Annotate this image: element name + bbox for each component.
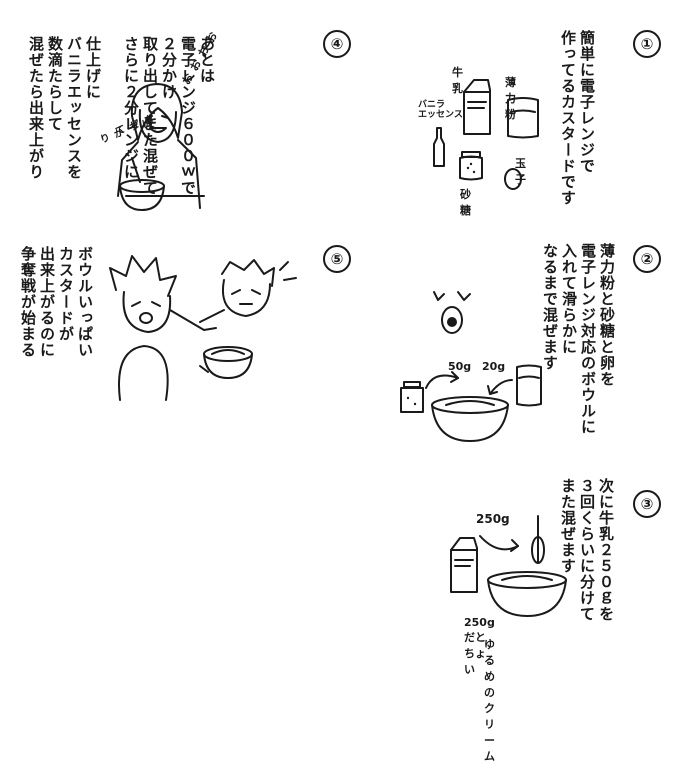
sugar-jar-icon-2 — [400, 381, 424, 413]
milk-carton-icon-2 — [450, 537, 478, 593]
fighting-characters-illustration — [109, 255, 297, 401]
panel-5-text: ボウルいっぱい カスタードが 出来上がるのに 争奪戦が始まる — [19, 246, 94, 358]
step-number-2: ② — [633, 245, 661, 273]
flour-bag-icon-2 — [516, 364, 542, 407]
flour-bag-icon — [507, 97, 539, 139]
vanilla-bottle-icon — [433, 127, 445, 167]
milk-amount-label: 250g — [476, 512, 510, 526]
milk-carton-icon — [463, 79, 491, 135]
arrow-icon-3 — [479, 535, 519, 552]
egg-icon — [504, 168, 522, 190]
milk-label: 牛乳 — [452, 66, 463, 95]
note-line-1: 250gだとちょい — [464, 616, 495, 676]
flour-amount-label: 20g — [482, 360, 506, 373]
step-number-5: ⑤ — [323, 245, 351, 273]
note-line-2: ゆるめのクリーム — [484, 638, 495, 763]
step-number-3: ③ — [633, 490, 661, 518]
panel-3-text: 次に牛乳２５０ｇを ３回くらいに分けて また混ぜます — [559, 478, 615, 622]
cracked-egg-icon — [433, 291, 471, 334]
panel-1-text: 簡単に電子レンジで 作ってるカスタードです — [559, 30, 596, 206]
step-number-4: ④ — [323, 30, 351, 58]
whisk-icon — [531, 515, 545, 564]
mixing-bowl-icon — [431, 396, 509, 442]
sugar-label: 砂糖 — [460, 188, 471, 217]
arrow-icon — [425, 371, 459, 389]
arrow-icon-2 — [487, 379, 513, 395]
sugar-jar-icon — [459, 151, 483, 181]
step-number-1: ① — [633, 30, 661, 58]
panel-4-text: あとは 電子レンジ６００ｗで ２分かけ 取り出してまた混ぜて さらに２分レンジに… — [27, 36, 216, 196]
panel-2-text: 薄力粉と砂糖と卵を 電子レンジ対応のボウルに 入れて滑らかに なるまで混ぜます — [541, 243, 616, 435]
vanilla-label: バニラ エッセンス — [418, 100, 463, 120]
cook-character-illustration — [117, 83, 205, 211]
sugar-amount-label: 50g — [448, 360, 472, 373]
mixing-bowl-icon-2 — [487, 571, 567, 617]
